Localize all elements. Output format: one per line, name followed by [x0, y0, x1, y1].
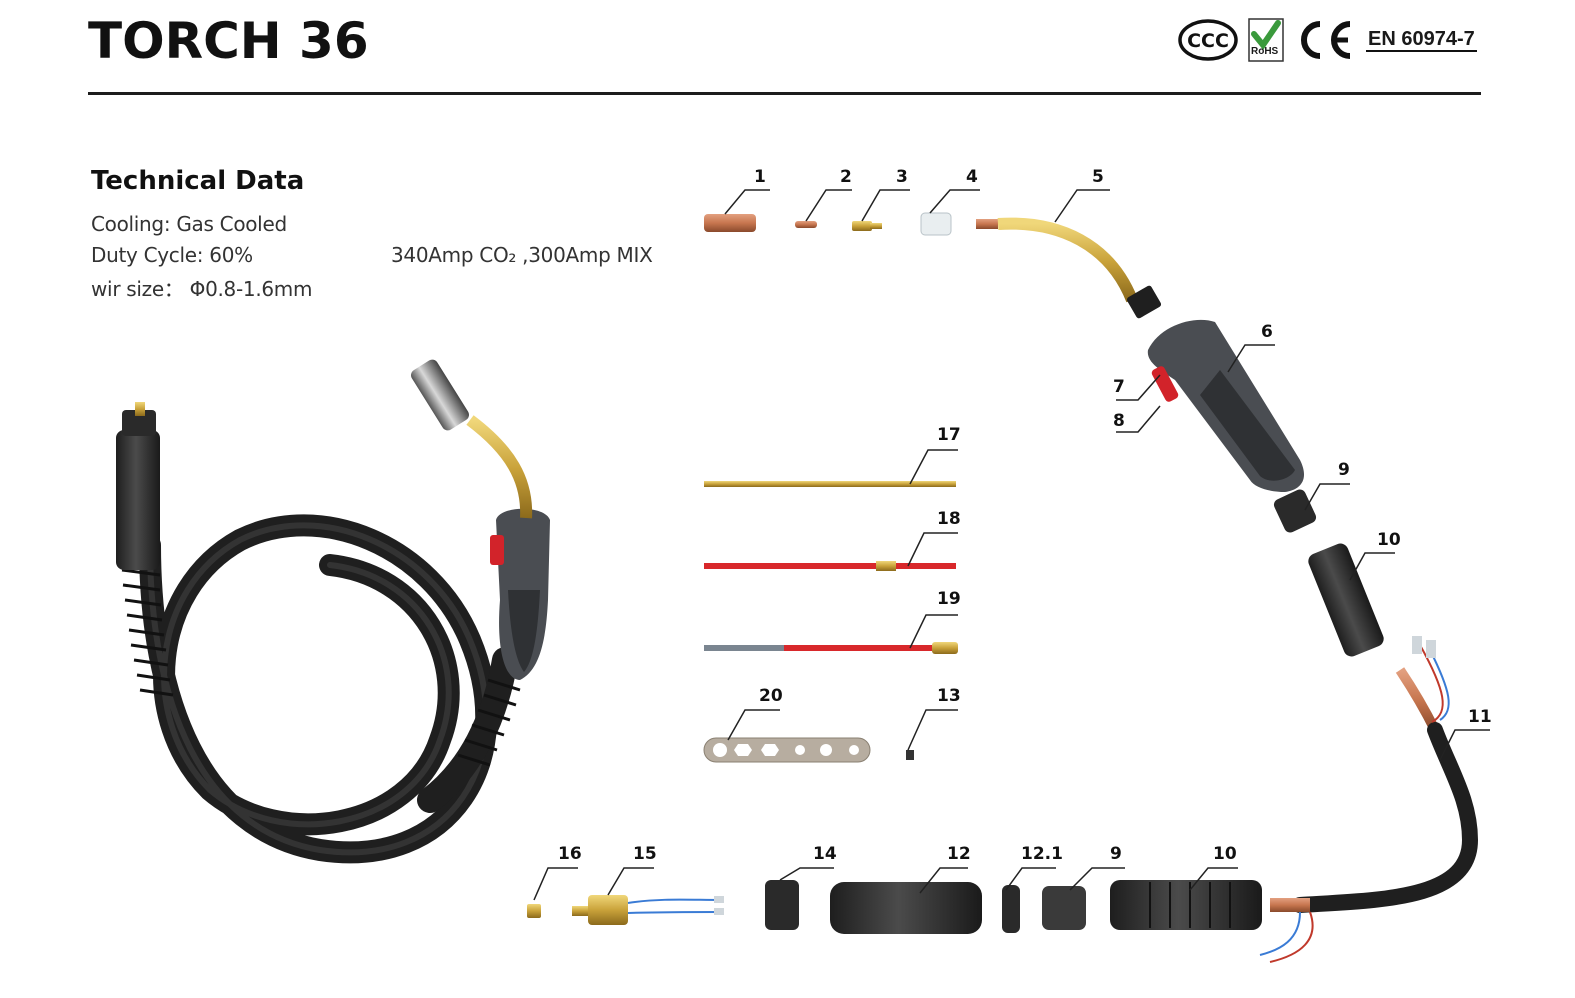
part-number-15: 15: [633, 844, 657, 864]
part-number-2: 2: [840, 167, 852, 187]
part-19-liner-red-steel: [704, 642, 958, 654]
part-18-liner-red: [704, 561, 956, 571]
part-16-pin: [527, 904, 541, 918]
part-number-10-bottom: 10: [1213, 844, 1237, 864]
part-number-13: 13: [937, 686, 961, 706]
part-number-20: 20: [759, 686, 783, 706]
part-number-12: 12: [947, 844, 971, 864]
standard-label: EN 60974-7: [1366, 28, 1477, 52]
part-10-strain-relief-top: [1308, 543, 1384, 657]
part-14-nut: [765, 880, 799, 930]
part-2-contact-tip: [795, 221, 817, 228]
rohs-check-icon: [1248, 18, 1284, 62]
part-number-19: 19: [937, 589, 961, 609]
part-4-gas-diffuser: [920, 212, 952, 236]
part-17-liner: [704, 481, 956, 487]
part-number-14: 14: [813, 844, 837, 864]
part-number-10-top: 10: [1377, 530, 1401, 550]
part-11-cable-assembly: [1259, 636, 1479, 963]
cooling-spec: Cooling: Gas Cooled: [91, 212, 287, 236]
page-title: TORCH 36: [88, 12, 369, 70]
part-20-spanner: [703, 737, 871, 763]
part-12-euro-body: [830, 882, 982, 934]
part-9-nut-top: [1273, 489, 1317, 533]
part-10-strain-relief-bottom: [1110, 880, 1262, 930]
part-number-18: 18: [937, 509, 961, 529]
part-6-handle: [1147, 319, 1305, 492]
part-number-16: 16: [558, 844, 582, 864]
header-divider: [88, 92, 1481, 95]
rohs-label: RoHS: [1251, 46, 1279, 57]
part-number-12-1: 12.1: [1021, 844, 1063, 864]
ce-mark-icon: [1301, 21, 1351, 59]
part-number-4: 4: [966, 167, 978, 187]
svg-text:CCC: CCC: [1187, 30, 1229, 52]
wire-size-spec: wir size： Φ0.8-1.6mm: [91, 277, 313, 301]
technical-data-heading: Technical Data: [91, 166, 305, 196]
part-number-3: 3: [896, 167, 908, 187]
part-number-9-bottom: 9: [1110, 844, 1122, 864]
part-number-17: 17: [937, 425, 961, 445]
ccc-mark-icon: CCC: [1178, 19, 1238, 61]
assembled-torch-image: [116, 359, 550, 864]
part-1-contact-tip-holder: [704, 214, 756, 232]
part-13-screw: [906, 750, 914, 760]
part-3-tip-adapter: [852, 221, 882, 231]
part-number-11: 11: [1468, 707, 1492, 727]
part-number-5: 5: [1092, 167, 1104, 187]
part-12-1-ring: [1002, 885, 1020, 933]
part-number-8: 8: [1113, 411, 1125, 431]
part-5-swan-neck: [976, 217, 1162, 319]
part-number-7: 7: [1113, 377, 1125, 397]
part-number-6: 6: [1261, 322, 1273, 342]
part-number-1: 1: [754, 167, 766, 187]
part-number-9-top: 9: [1338, 460, 1350, 480]
part-9-nut-bottom: [1042, 886, 1086, 930]
duty-cycle-spec: Duty Cycle: 60%: [91, 243, 253, 267]
amp-rating-spec: 340Amp CO₂ ,300Amp MIX: [391, 243, 653, 267]
part-15-euro-pin-block: [572, 895, 724, 925]
leader-lines: [533, 189, 1490, 901]
